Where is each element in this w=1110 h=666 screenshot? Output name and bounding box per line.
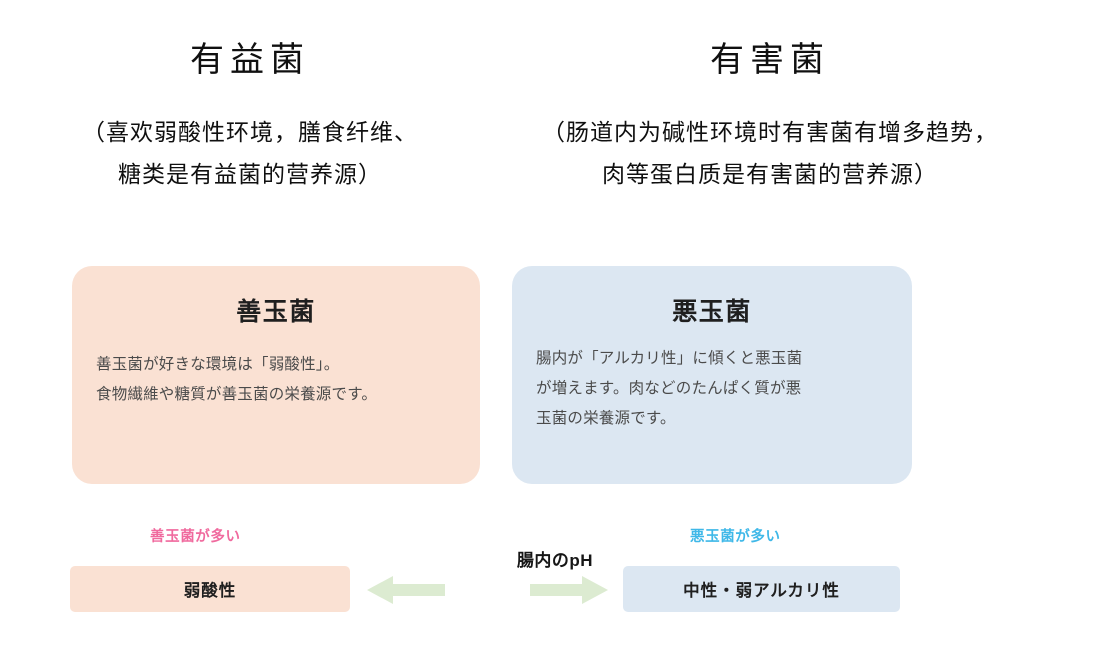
card-bad-body-line3: 玉菌の栄養源です。 <box>536 410 676 427</box>
card-good-title: 善玉菌 <box>236 298 316 326</box>
column-title-harmful: 有害菌 <box>710 42 830 79</box>
card-bad-title: 悪玉菌 <box>672 298 752 326</box>
column-title-beneficial: 有益菌 <box>190 42 310 79</box>
column-subtitle-beneficial-line1: （喜欢弱酸性环境，膳食纤维、 <box>82 120 418 145</box>
ph-bar-alkaline-label: 中性・弱アルカリ性 <box>683 582 840 600</box>
ph-bar-alkaline: 中性・弱アルカリ性 <box>623 566 900 612</box>
arrow-left-icon <box>367 575 445 605</box>
card-bad-body: 腸内が「アルカリ性」に傾くと悪玉菌 が増えます。肉などのたんぱく質が悪 玉菌の栄… <box>512 344 912 434</box>
card-good-body: 善玉菌が好きな環境は「弱酸性」。 食物繊維や糖質が善玉菌の栄養源です。 <box>72 350 480 410</box>
column-subtitle-harmful-line2: 肉等蛋白质是有害菌的营养源） <box>602 162 938 187</box>
column-beneficial-bacteria: 有益菌 （喜欢弱酸性环境，膳食纤维、 糖类是有益菌的营养源） <box>40 0 460 196</box>
column-harmful-bacteria: 有害菌 （肠道内为碱性环境时有害菌有增多趋势， 肉等蛋白质是有害菌的营养源） <box>470 0 1070 196</box>
card-bad-body-line2: が増えます。肉などのたんぱく質が悪 <box>536 380 802 397</box>
card-good-body-line1: 善玉菌が好きな環境は「弱酸性」。 <box>96 356 340 373</box>
ph-tag-bad-bacteria-many: 悪玉菌が多い <box>690 529 781 545</box>
column-subtitle-beneficial: （喜欢弱酸性环境，膳食纤维、 糖类是有益菌的营养源） <box>40 112 460 196</box>
card-good-bacteria: 善玉菌 善玉菌が好きな環境は「弱酸性」。 食物繊維や糖質が善玉菌の栄養源です。 <box>72 266 480 484</box>
card-bad-body-line1: 腸内が「アルカリ性」に傾くと悪玉菌 <box>536 350 803 367</box>
card-bad-bacteria: 悪玉菌 腸内が「アルカリ性」に傾くと悪玉菌 が増えます。肉などのたんぱく質が悪 … <box>512 266 912 484</box>
column-subtitle-harmful-line1: （肠道内为碱性环境时有害菌有增多趋势， <box>542 120 998 145</box>
ph-tag-good-bacteria-many: 善玉菌が多い <box>150 529 241 545</box>
ph-bar-acidic-label: 弱酸性 <box>183 582 237 600</box>
ph-center-label: 腸内のpH <box>516 551 594 570</box>
top-headings-section: 有益菌 （喜欢弱酸性环境，膳食纤维、 糖类是有益菌的营养源） 有害菌 （肠道内为… <box>0 0 1110 248</box>
column-subtitle-beneficial-line2: 糖类是有益菌的营养源） <box>118 162 382 187</box>
arrow-right-icon <box>530 575 608 605</box>
ph-bar-acidic: 弱酸性 <box>70 566 350 612</box>
card-good-body-line2: 食物繊維や糖質が善玉菌の栄養源です。 <box>96 386 378 403</box>
column-subtitle-harmful: （肠道内为碱性环境时有害菌有增多趋势， 肉等蛋白质是有害菌的营养源） <box>470 112 1070 196</box>
cards-section: 善玉菌 善玉菌が好きな環境は「弱酸性」。 食物繊維や糖質が善玉菌の栄養源です。 … <box>0 266 1110 486</box>
ph-scale-section: 善玉菌が多い 悪玉菌が多い 弱酸性 腸内のpH 中性・弱アルカリ性 <box>0 505 1110 635</box>
